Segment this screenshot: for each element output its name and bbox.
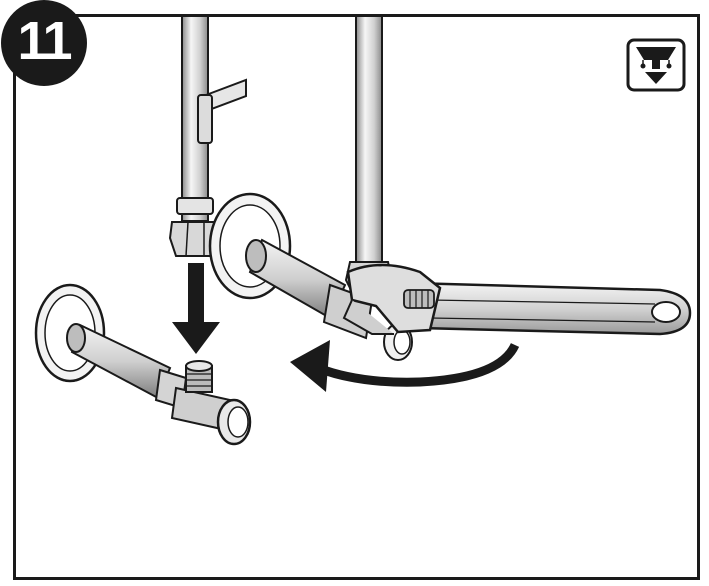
water-supply-shutoff-icon <box>626 38 686 92</box>
step-badge: 11 <box>1 0 87 86</box>
wrench-worm-gear <box>403 289 435 309</box>
valve-threaded-outlet <box>185 360 213 393</box>
right-supply-tube <box>344 15 394 297</box>
curved-arrow-clockwise-icon <box>290 340 520 392</box>
valve-handle <box>216 398 252 446</box>
left-shutoff-valve <box>154 360 252 446</box>
step-number: 11 <box>17 11 72 71</box>
left-supply-tube <box>181 15 247 222</box>
adjustable-wrench <box>342 263 692 336</box>
arrow-down-icon <box>172 263 220 354</box>
